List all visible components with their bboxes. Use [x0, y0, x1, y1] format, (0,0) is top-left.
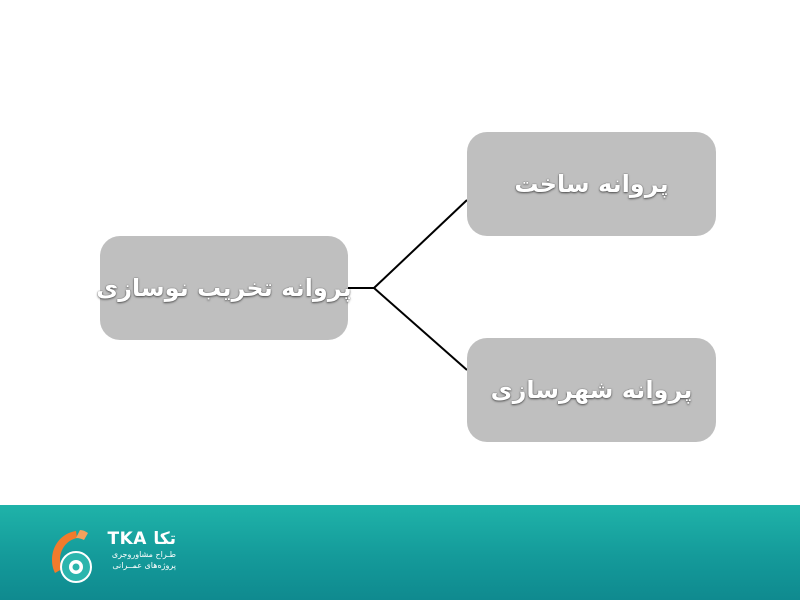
brand-logo: TKA تکا طـراح مشاوروجری پروژه‌های عمــرا… — [46, 527, 176, 589]
root-node: پروانه تخریب نوسازی — [96, 236, 352, 340]
child-node-label: پروانه شهرسازی — [490, 376, 693, 404]
brand-tagline-line-1: طـراح مشاوروجری — [111, 550, 176, 559]
child-node-urban-permit: پروانه شهرسازی — [467, 338, 716, 442]
brand-name: TKA تکا — [107, 529, 176, 549]
brand-tagline-line-2: پروژه‌های عمــرانی — [112, 561, 176, 570]
root-node-label: پروانه تخریب نوسازی — [96, 274, 352, 302]
footer-banner: TKA تکا طـراح مشاوروجری پروژه‌های عمــرا… — [0, 505, 800, 600]
child-node-label: پروانه ساخت — [514, 170, 669, 198]
connector-to-child-2 — [373, 287, 468, 371]
brand-text: TKA تکا طـراح مشاوروجری پروژه‌های عمــرا… — [104, 529, 176, 571]
child-node-construction-permit: پروانه ساخت — [467, 132, 716, 236]
connector-to-child-1 — [373, 199, 468, 289]
logo-mark-icon — [52, 530, 92, 583]
